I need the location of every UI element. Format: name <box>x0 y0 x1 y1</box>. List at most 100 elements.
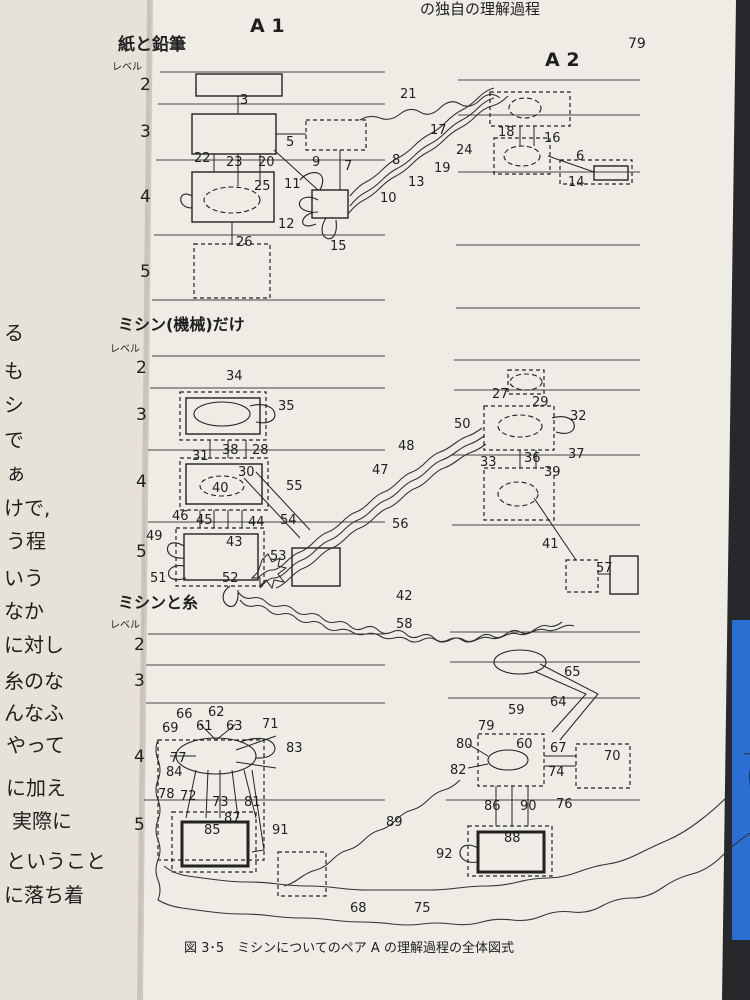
step-number: 78 <box>158 787 175 802</box>
step-number: 13 <box>408 175 425 190</box>
step-number: 32 <box>570 409 587 424</box>
left-page-fragment: やって <box>6 733 65 757</box>
step-number: 87 <box>224 811 241 826</box>
left-page-fragment: る <box>4 321 24 345</box>
step-number: 64 <box>550 695 567 710</box>
step-number: 29 <box>532 395 549 410</box>
level-3-s2: 3 <box>136 405 147 425</box>
step-number: 18 <box>498 125 515 140</box>
step-number: 11 <box>284 177 301 192</box>
step-number: 84 <box>166 765 183 780</box>
step-number: 37 <box>568 447 585 462</box>
left-page-fragment: ぁ <box>6 461 26 485</box>
step-number: 26 <box>236 235 253 250</box>
level-separators <box>144 71 640 801</box>
step-number: 61 <box>196 719 213 734</box>
page-number: 79 <box>628 36 646 52</box>
left-page-fragment: 実際に <box>12 809 72 833</box>
step-number: 55 <box>286 479 303 494</box>
left-page-fragment: に落ち着 <box>4 883 84 907</box>
step-number: 56 <box>392 517 409 532</box>
step-number: 54 <box>280 513 297 528</box>
step-number: 41 <box>542 537 559 552</box>
step-number: 85 <box>204 823 221 838</box>
step-number: 66 <box>176 707 193 722</box>
step-number: 73 <box>212 795 229 810</box>
step-number: 40 <box>212 481 229 496</box>
step-number: 14 <box>568 175 585 190</box>
blue-bookmark <box>732 620 750 940</box>
step-number: 33 <box>480 455 497 470</box>
left-page-fragment: シ <box>4 393 24 417</box>
step-number: 28 <box>252 443 269 458</box>
step-number: 83 <box>286 741 303 756</box>
column-label-a2: A 2 <box>545 49 580 71</box>
left-page-fragment: なか <box>4 599 44 623</box>
level-5-s2: 5 <box>136 542 147 562</box>
step-number: 27 <box>492 387 509 402</box>
level-2-s2: 2 <box>136 358 147 378</box>
step-number: 80 <box>456 737 473 752</box>
step-number: 59 <box>508 703 525 718</box>
step-number: 8 <box>392 153 400 168</box>
step-number: 65 <box>564 665 581 680</box>
step-number: 72 <box>180 789 197 804</box>
step-number: 70 <box>604 749 621 764</box>
step-number: 47 <box>372 463 389 478</box>
section-title-machine-only: ミシン(機械)だけ <box>118 315 245 334</box>
step-number: 74 <box>548 765 565 780</box>
step-number: 38 <box>222 443 239 458</box>
section-2-diagram <box>166 369 639 643</box>
section-title-machine-thread: ミシンと糸 <box>118 593 198 612</box>
step-number: 31 <box>192 449 209 464</box>
left-page-fragment: いう <box>4 566 44 590</box>
step-number: 5 <box>286 135 294 150</box>
step-number: 15 <box>330 239 347 254</box>
step-number: 17 <box>430 123 447 138</box>
step-number: 23 <box>226 155 243 170</box>
step-number: 79 <box>478 719 495 734</box>
step-number: 92 <box>436 847 453 862</box>
step-number: 82 <box>450 763 467 778</box>
step-number: 19 <box>434 161 451 176</box>
level-2-s1: 2 <box>140 75 151 95</box>
level-5-s3: 5 <box>134 815 145 835</box>
right-page <box>140 0 736 1000</box>
step-number: 39 <box>544 465 561 480</box>
level-4-s3: 4 <box>134 747 145 767</box>
step-number: 12 <box>278 217 295 232</box>
step-number: 24 <box>456 143 473 158</box>
step-number: 21 <box>400 87 417 102</box>
step-number: 49 <box>146 529 163 544</box>
step-number: 30 <box>238 465 255 480</box>
level-5-s1: 5 <box>140 262 151 282</box>
level-label-3: レベル <box>110 619 140 631</box>
step-number: 89 <box>386 815 403 830</box>
step-number: 10 <box>380 191 397 206</box>
step-number: 71 <box>262 717 279 732</box>
left-page-fragment: う程 <box>6 529 46 553</box>
step-number: 60 <box>516 737 533 752</box>
section-1-diagram <box>180 73 633 299</box>
step-number: 42 <box>396 589 413 604</box>
left-page-fragment: に加え <box>6 776 66 800</box>
step-number: 67 <box>550 741 567 756</box>
level-2-s3: 2 <box>134 635 145 655</box>
running-title: の独自の理解過程 <box>420 0 540 18</box>
step-number: 63 <box>226 719 243 734</box>
left-page-text: るもシでぁけで,う程いうなかに対し糸のなんなふやってに加え実際にということに落ち… <box>4 321 106 907</box>
step-number: 51 <box>150 571 167 586</box>
left-page <box>0 0 150 1000</box>
left-page-fragment: で <box>4 428 24 452</box>
step-number: 86 <box>484 799 501 814</box>
figure-caption: 図 3･5 ミシンについてのペア A の理解過程の全体図式 <box>184 940 514 956</box>
step-number: 52 <box>222 571 239 586</box>
left-page-fragment: に対し <box>4 633 64 657</box>
step-number: 20 <box>258 155 275 170</box>
left-page-fragment: けで, <box>4 496 50 520</box>
step-number: 77 <box>170 751 187 766</box>
level-label-2: レベル <box>110 343 140 355</box>
level-label-1: レベル <box>112 61 142 73</box>
step-number: 76 <box>556 797 573 812</box>
